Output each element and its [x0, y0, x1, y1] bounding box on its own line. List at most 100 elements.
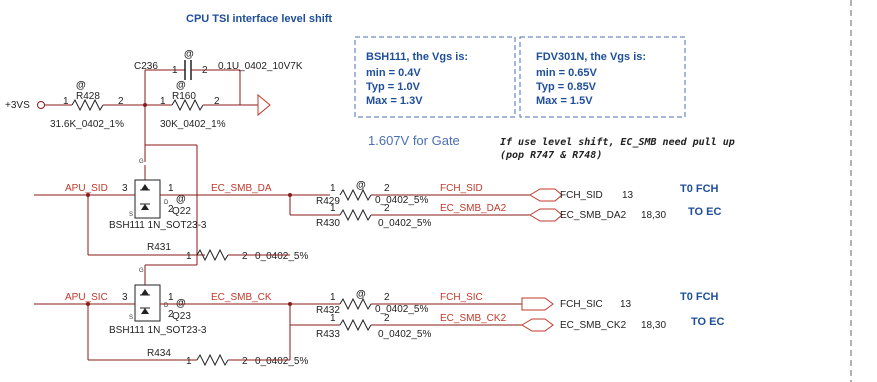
- note-bsh111-line2: min = 0.4V: [366, 67, 421, 79]
- r428-marker: @: [76, 80, 86, 91]
- q23-arrow: [141, 289, 149, 295]
- port-ec-smb-ck2-name: EC_SMB_CK2: [560, 320, 627, 331]
- net-ec-smb-da2: EC_SMB_DA2: [440, 203, 507, 214]
- note-bsh111-line1: BSH111, the Vgs is:: [366, 51, 468, 63]
- note-box-fdv301n: [519, 36, 686, 118]
- note-bsh111-line4: Max = 1.3V: [366, 95, 423, 107]
- note-bsh111-line3: Typ = 1.0V: [366, 81, 421, 93]
- q22-d-mark: D: [164, 200, 169, 206]
- r428-pin2: 2: [118, 96, 124, 107]
- net-ec-smb-ck: EC_SMB_CK: [211, 292, 272, 303]
- resistor-r434-symbol: [196, 353, 229, 367]
- r429-pin1: 1: [330, 183, 336, 194]
- r431-pin1: 1: [186, 251, 192, 262]
- r160-pin1: 1: [160, 96, 166, 107]
- q22-pin-d: 1: [168, 183, 174, 194]
- port-ec-smb-da2-page: 18,30: [641, 210, 666, 221]
- resistor-r433-symbol: [339, 318, 372, 332]
- power-rail-terminal: [37, 101, 45, 109]
- net-fch-sic: FCH_SIC: [440, 292, 483, 303]
- note-fdv301n-line2: min = 0.65V: [536, 67, 598, 79]
- port-fch-sic-name: FCH_SIC: [560, 299, 603, 310]
- net-apu-sic: APU_SIC: [65, 292, 108, 303]
- r430-ref: R430: [316, 218, 340, 229]
- port-fch-sic-icon: [521, 297, 554, 311]
- q22-pin-s: 3: [122, 183, 128, 194]
- r432-marker: @: [356, 289, 366, 300]
- level-shift-note-line1: If use level shift, EC_SMB need pull up: [500, 136, 735, 148]
- r429-marker: @: [356, 180, 366, 191]
- note-fdv301n-line1: FDV301N, the Vgs is:: [536, 51, 646, 63]
- r428-value: 31.6K_0402_1%: [50, 119, 124, 130]
- r160-value: 30K_0402_1%: [160, 119, 226, 130]
- c236-marker: @: [184, 49, 194, 60]
- q22-pin-g: 2: [168, 204, 174, 215]
- net-fch-sid: FCH_SID: [440, 183, 483, 194]
- r432-pin1: 1: [330, 292, 336, 303]
- q23-ref: Q23: [172, 311, 191, 322]
- q23-diode: [141, 308, 149, 314]
- q23-pin-g-mark: G: [139, 268, 144, 274]
- port-ec-smb-ck2-page: 18,30: [641, 320, 666, 331]
- level-shift-note-line2: (pop R747 & R748): [500, 150, 602, 161]
- gate-voltage-note: 1.607V for Gate: [368, 133, 460, 148]
- resistor-r160-symbol: [171, 98, 204, 112]
- q23-pin-s: 3: [122, 292, 128, 303]
- r429-value: 0_0402_5%: [375, 195, 428, 206]
- diagram-title: CPU TSI interface level shift: [186, 13, 332, 25]
- port-fch-sic-dest: T0 FCH: [680, 291, 719, 303]
- q22-part: BSH111 1N_SOT23-3: [109, 220, 207, 231]
- q23-s-mark: S: [129, 315, 133, 321]
- r432-ref: R432: [316, 305, 340, 316]
- port-ec-smb-da2-dest: TO EC: [688, 206, 721, 218]
- resistor-r432-symbol: [339, 297, 372, 311]
- r433-ref: R433: [316, 329, 340, 340]
- r431-pin2: 2: [242, 251, 248, 262]
- q23-pin-g: 2: [168, 309, 174, 320]
- r430-pin2: 2: [384, 203, 390, 214]
- r160-pin2: 2: [214, 96, 220, 107]
- ground-icon: [257, 93, 271, 117]
- port-fch-sic-page: 13: [620, 299, 632, 310]
- q22-s-mark: S: [129, 212, 133, 218]
- port-ec-smb-da2-icon: [529, 208, 563, 222]
- port-ec-smb-ck2-icon: [521, 318, 554, 332]
- q22-body: [134, 179, 161, 219]
- r431-ref: R431: [147, 242, 171, 253]
- r433-pin2: 2: [384, 313, 390, 324]
- port-fch-sid-icon: [529, 188, 563, 202]
- r432-pin2: 2: [384, 292, 390, 303]
- r428-pin1: 1: [63, 96, 69, 107]
- r428-ref: R428: [76, 91, 100, 102]
- q23-part: BSH111 1N_SOT23-3: [109, 325, 207, 336]
- resistor-r430-symbol: [339, 208, 372, 222]
- c236-value: 0.1U_0402_10V7K: [218, 61, 303, 72]
- q22-pin-g-mark: G: [139, 159, 144, 165]
- note-box-bsh111: [354, 36, 516, 118]
- port-fch-sid-page: 13: [622, 190, 634, 201]
- port-fch-sid-dest: T0 FCH: [680, 183, 719, 195]
- c236-ref: C236: [134, 61, 158, 72]
- q23-d-mark: D: [164, 303, 169, 309]
- r432-value: 0_0402_5%: [375, 304, 428, 315]
- r160-marker: @: [176, 80, 186, 91]
- net-ec-smb-da: EC_SMB_DA: [211, 183, 272, 194]
- resistor-r431-symbol: [196, 248, 229, 262]
- r431-value: 0_0402_5%: [255, 251, 308, 262]
- r434-value: 0_0402_5%: [255, 356, 308, 367]
- r429-pin2: 2: [384, 183, 390, 194]
- resistor-r428-symbol: [71, 98, 104, 112]
- r433-pin1: 1: [330, 313, 336, 324]
- r430-value: 0_0402_5%: [378, 218, 431, 229]
- q22-marker: @: [176, 194, 186, 205]
- port-ec-smb-ck2-dest: TO EC: [691, 316, 724, 328]
- power-rail-label: +3VS: [5, 100, 30, 111]
- q22-diode: [141, 204, 149, 210]
- r434-pin1: 1: [186, 356, 192, 367]
- note-fdv301n-line4: Max = 1.5V: [536, 95, 593, 107]
- q22-ref: Q22: [172, 206, 191, 217]
- q23-body: [134, 284, 161, 322]
- port-fch-sid-name: FCH_SID: [560, 190, 603, 201]
- r433-value: 0_0402_5%: [378, 329, 431, 340]
